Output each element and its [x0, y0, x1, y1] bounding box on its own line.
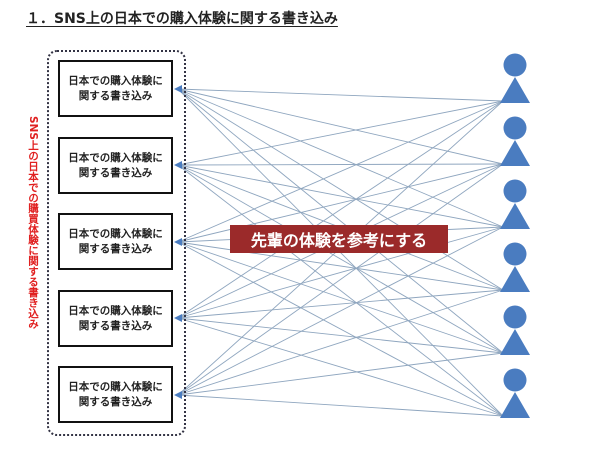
- connection-line: [177, 289, 504, 396]
- person-body-icon: [500, 392, 530, 418]
- person-head-icon: [503, 305, 527, 329]
- post-box: 日本での購入体験に 関する書き込み: [58, 213, 173, 270]
- post-line2: 関する書き込み: [78, 319, 153, 332]
- arrowhead-icon: [174, 85, 182, 93]
- person-head-icon: [503, 53, 527, 77]
- connection-line: [177, 100, 504, 243]
- connection-line: [177, 352, 504, 396]
- person-body-icon: [500, 140, 530, 166]
- post-box: 日本での購入体験に 関する書き込み: [58, 60, 173, 117]
- post-line2: 関する書き込み: [78, 89, 153, 102]
- connection-line: [177, 163, 504, 396]
- connection-line: [177, 164, 504, 417]
- banner-label: 先輩の体験を参考にする: [230, 225, 448, 253]
- post-line2: 関する書き込み: [78, 242, 153, 255]
- post-line1: 日本での購入体験に: [68, 74, 163, 87]
- connection-line: [177, 88, 504, 291]
- connection-line: [177, 88, 504, 102]
- post-box: 日本での購入体験に 関する書き込み: [58, 366, 173, 423]
- arrowhead-icon: [174, 314, 182, 322]
- person-head-icon: [503, 179, 527, 203]
- connection-line: [177, 241, 504, 417]
- connection-line: [177, 88, 504, 354]
- post-line1: 日本での購入体験に: [68, 151, 163, 164]
- person-body-icon: [500, 77, 530, 103]
- connection-line: [177, 100, 504, 319]
- connection-line: [177, 289, 504, 319]
- group-side-label: SNS上の日本での購買体験に関する書き込み: [27, 116, 39, 329]
- post-box: 日本での購入体験に 関する書き込み: [58, 290, 173, 347]
- person-body-icon: [500, 203, 530, 229]
- connection-line: [177, 226, 504, 319]
- post-line1: 日本での購入体験に: [68, 380, 163, 393]
- posts-group-frame: [47, 50, 186, 436]
- person-head-icon: [503, 116, 527, 140]
- connection-line: [177, 88, 504, 228]
- connection-line: [177, 394, 504, 417]
- post-line2: 関する書き込み: [78, 395, 153, 408]
- post-line1: 日本での購入体験に: [68, 304, 163, 317]
- connection-line: [177, 317, 504, 354]
- person-head-icon: [503, 368, 527, 392]
- arrowhead-icon: [174, 391, 182, 399]
- connection-line: [177, 164, 504, 228]
- connection-line: [177, 163, 504, 166]
- person-head-icon: [503, 242, 527, 266]
- arrowhead-icon: [174, 161, 182, 169]
- arrowhead-icon: [174, 238, 182, 246]
- post-box: 日本での購入体験に 関する書き込み: [58, 137, 173, 194]
- post-line1: 日本での購入体験に: [68, 227, 163, 240]
- connection-line: [177, 226, 504, 396]
- person-body-icon: [500, 266, 530, 292]
- connection-line: [177, 88, 504, 165]
- person-body-icon: [500, 329, 530, 355]
- connection-line: [177, 164, 504, 354]
- connection-line: [177, 100, 504, 166]
- post-line2: 関する書き込み: [78, 166, 153, 179]
- connection-line: [177, 241, 504, 354]
- connection-line: [177, 317, 504, 417]
- page-title: １．SNS上の日本での購入体験に関する書き込み: [26, 11, 338, 27]
